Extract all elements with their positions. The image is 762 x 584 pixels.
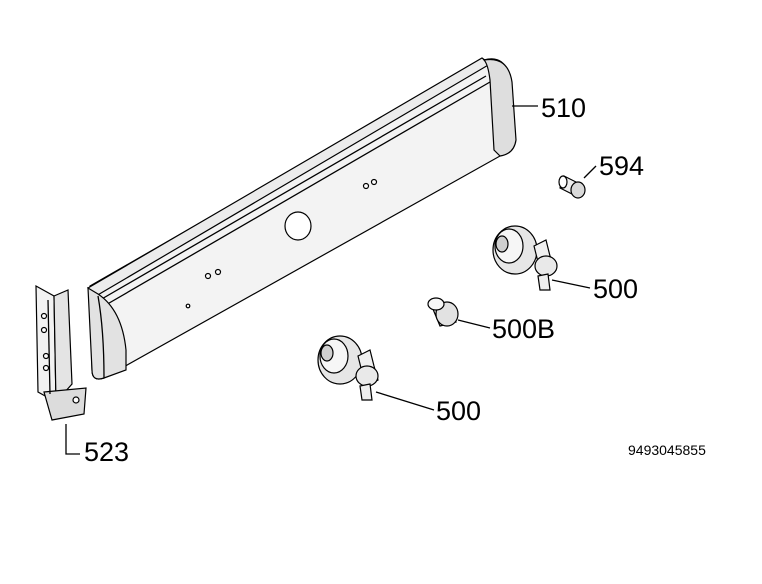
leader-lines — [65, 105, 597, 455]
knob-cap — [427, 297, 459, 327]
label-510: 510 — [541, 93, 586, 123]
leader-500b — [457, 319, 491, 329]
small-knob-pin — [558, 175, 586, 199]
knob-upper — [492, 225, 558, 291]
label-500b: 500B — [492, 314, 555, 344]
leader-523 — [65, 424, 80, 455]
document-number: 9493045855 — [628, 442, 706, 458]
knob-lower — [317, 335, 379, 401]
mounting-bracket — [35, 284, 87, 421]
leader-500-upper — [551, 279, 591, 289]
leader-594 — [583, 165, 597, 179]
leader-500-lower — [375, 391, 435, 411]
label-500-lower: 500 — [436, 396, 481, 426]
label-523: 523 — [84, 437, 129, 467]
control-panel — [87, 57, 517, 380]
label-594: 594 — [599, 151, 644, 181]
label-500-upper: 500 — [593, 274, 638, 304]
